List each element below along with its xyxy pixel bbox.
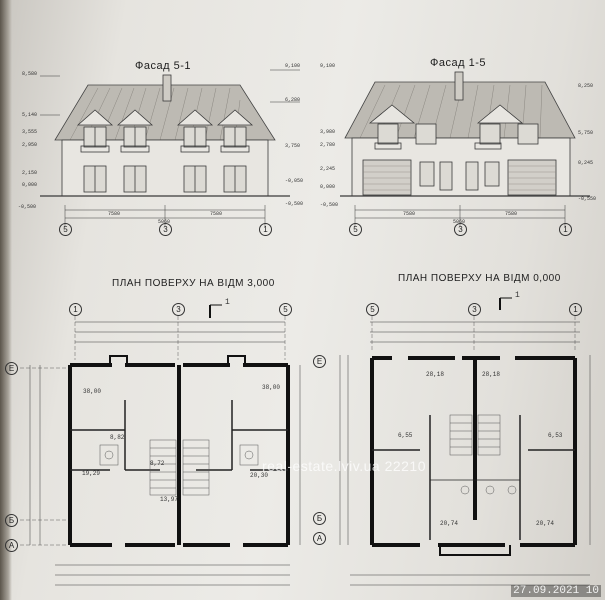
watermark-text: real-estate.lviv.ua 22210 — [262, 458, 426, 474]
axis-bubble: 3 — [468, 303, 481, 316]
room-area: 20,74 — [536, 520, 555, 527]
level-mark: 0,245 — [578, 160, 594, 166]
axis-bubble: 1 — [69, 303, 82, 316]
axis-bubble: Е — [313, 355, 326, 368]
axis-bubble: 3 — [172, 303, 185, 316]
level-mark: 8,580 — [22, 71, 38, 77]
level-mark: 5,750 — [578, 130, 594, 136]
axis-bubble: 3 — [159, 223, 172, 236]
paper-edge — [0, 0, 12, 600]
room-area: 28,18 — [482, 371, 501, 378]
plan-right-drawing — [339, 297, 591, 586]
dimension: 5060 — [453, 219, 466, 225]
facade-left-title: Фасад 5-1 — [135, 60, 191, 72]
room-area: 13,97 — [160, 496, 179, 503]
level-mark: 3,555 — [22, 129, 38, 135]
level-mark: -0,500 — [18, 204, 37, 210]
level-mark: -0,500 — [320, 202, 339, 208]
dimension: 7580 — [108, 211, 121, 217]
room-area: 20,74 — [440, 520, 459, 527]
plan-left-title: ПЛАН ПОВЕРХУ НА ВІДМ 3,000 — [112, 278, 275, 289]
axis-bubble: Б — [313, 512, 326, 525]
room-area: 6,53 — [548, 432, 563, 439]
room-area: 6,55 — [398, 432, 413, 439]
axis-bubble: 5 — [366, 303, 379, 316]
room-area: 19,29 — [82, 470, 101, 477]
photo-timestamp: 27.09.2021 10 — [511, 585, 601, 597]
room-area: 20,30 — [250, 472, 269, 479]
plan-right-title: ПЛАН ПОВЕРХУ НА ВІДМ 0,000 — [398, 273, 561, 284]
axis-bubble: Е — [5, 362, 18, 375]
level-mark: 3,750 — [285, 143, 301, 149]
axis-bubble: А — [5, 539, 18, 552]
room-area: 8,72 — [150, 460, 165, 467]
section-mark: 1 — [515, 291, 520, 300]
level-mark: -0,550 — [578, 196, 597, 202]
room-area: 28,18 — [426, 371, 445, 378]
room-area: 8,82 — [110, 434, 125, 441]
level-mark: 2,245 — [320, 166, 336, 172]
axis-bubble: 5 — [59, 223, 72, 236]
dimension: 5060 — [158, 219, 171, 225]
facade-right-title: Фасад 1-5 — [430, 57, 486, 69]
level-mark: 2,150 — [22, 170, 38, 176]
facade-right-building — [340, 71, 590, 226]
axis-bubble: 1 — [259, 223, 272, 236]
level-mark: 5,140 — [22, 112, 38, 118]
axis-bubble: 1 — [559, 223, 572, 236]
axis-bubble: 5 — [279, 303, 292, 316]
level-mark: 6,280 — [285, 97, 301, 103]
axis-bubble: А — [313, 532, 326, 545]
section-mark: 1 — [225, 298, 230, 307]
level-mark: 2,780 — [320, 142, 336, 148]
level-mark: -0,500 — [285, 201, 304, 207]
level-mark: 3,980 — [320, 129, 336, 135]
axis-bubble: Б — [5, 514, 18, 527]
level-mark: -0,050 — [285, 178, 304, 184]
level-mark: 8,250 — [578, 83, 594, 89]
level-mark: 0,000 — [22, 182, 38, 188]
axis-bubble: 5 — [349, 223, 362, 236]
dimension: 7580 — [505, 211, 518, 217]
axis-bubble: 1 — [569, 303, 582, 316]
plan-left-drawing — [20, 304, 301, 586]
dimension: 7580 — [403, 211, 416, 217]
facade-left-building — [40, 69, 300, 226]
level-mark: 9,100 — [320, 63, 336, 69]
level-mark: 0,000 — [320, 184, 336, 190]
room-area: 38,00 — [262, 384, 281, 391]
level-mark: 2,950 — [22, 142, 38, 148]
axis-bubble: 3 — [454, 223, 467, 236]
dimension: 7580 — [210, 211, 223, 217]
room-area: 38,00 — [83, 388, 102, 395]
level-mark: 9,100 — [285, 63, 301, 69]
